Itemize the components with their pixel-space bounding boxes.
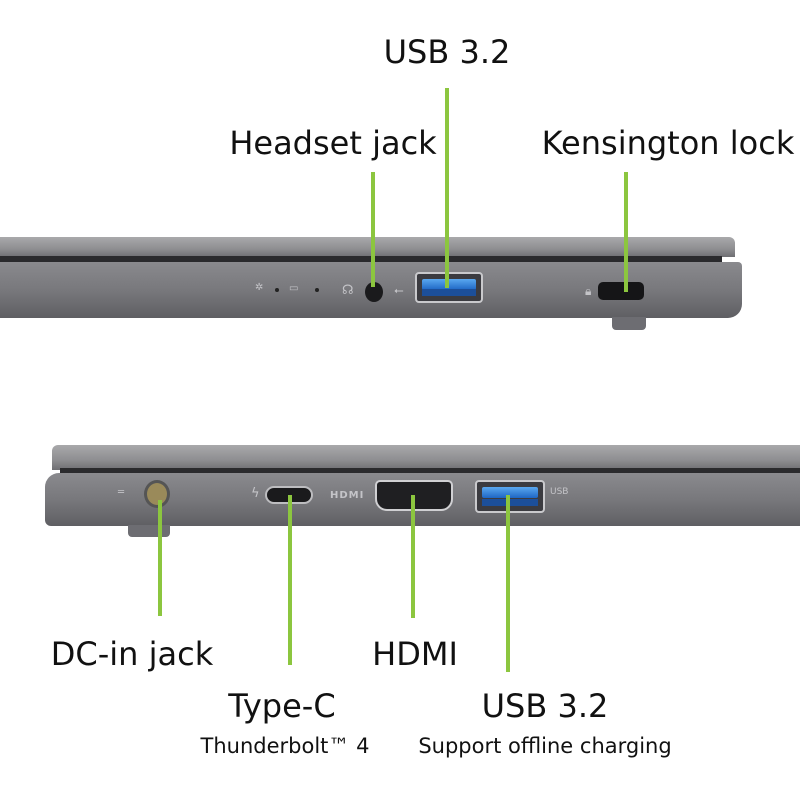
power-icon: ✲ [255,282,264,293]
dc-icon: ═ [118,487,125,498]
label-kensington-lock: Kensington lock [541,124,795,162]
usb-marking: USB [550,487,569,497]
callout-line-usb-bottom [506,495,510,672]
usb-icon: ⭠ [394,283,404,297]
label-thunderbolt-4: Thunderbolt™ 4 [200,734,370,758]
indicator-lights: ✲ ▭ [255,282,325,298]
label-dc-in-jack: DC-in jack [50,635,214,673]
label-hdmi: HDMI [372,635,458,673]
led [315,288,319,292]
hinge-gap [60,468,800,474]
callout-line-kensington [624,172,628,292]
callout-line-usb [445,88,449,288]
hinge-gap [0,256,722,263]
dc-in-jack [144,480,170,508]
callout-line-typec [288,495,292,665]
battery-icon: ▭ [289,283,299,294]
thunderbolt-icon: ϟ [251,486,260,501]
headset-jack [365,282,383,302]
label-usb-3-2-bottom: USB 3.2 [481,687,609,725]
usb-a-port [415,272,483,303]
callout-line-hdmi [411,495,415,618]
label-usb-3-2-top: USB 3.2 [383,33,511,71]
label-offline-charging: Support offline charging [418,734,672,758]
label-type-c: Type-C [228,687,336,725]
hdmi-marking: HDMI [330,490,365,501]
foot [128,525,170,537]
lock-icon: 🔒︎ [585,284,592,298]
foot [612,317,646,330]
led [275,288,279,292]
headset-icon: ☊ [342,283,354,298]
lid [52,445,800,470]
usb-a-port [475,480,545,513]
callout-line-headset [371,172,375,287]
lid [0,237,735,257]
label-headset-jack: Headset jack [229,124,437,162]
kensington-slot [598,282,644,300]
callout-line-dc [158,500,162,616]
